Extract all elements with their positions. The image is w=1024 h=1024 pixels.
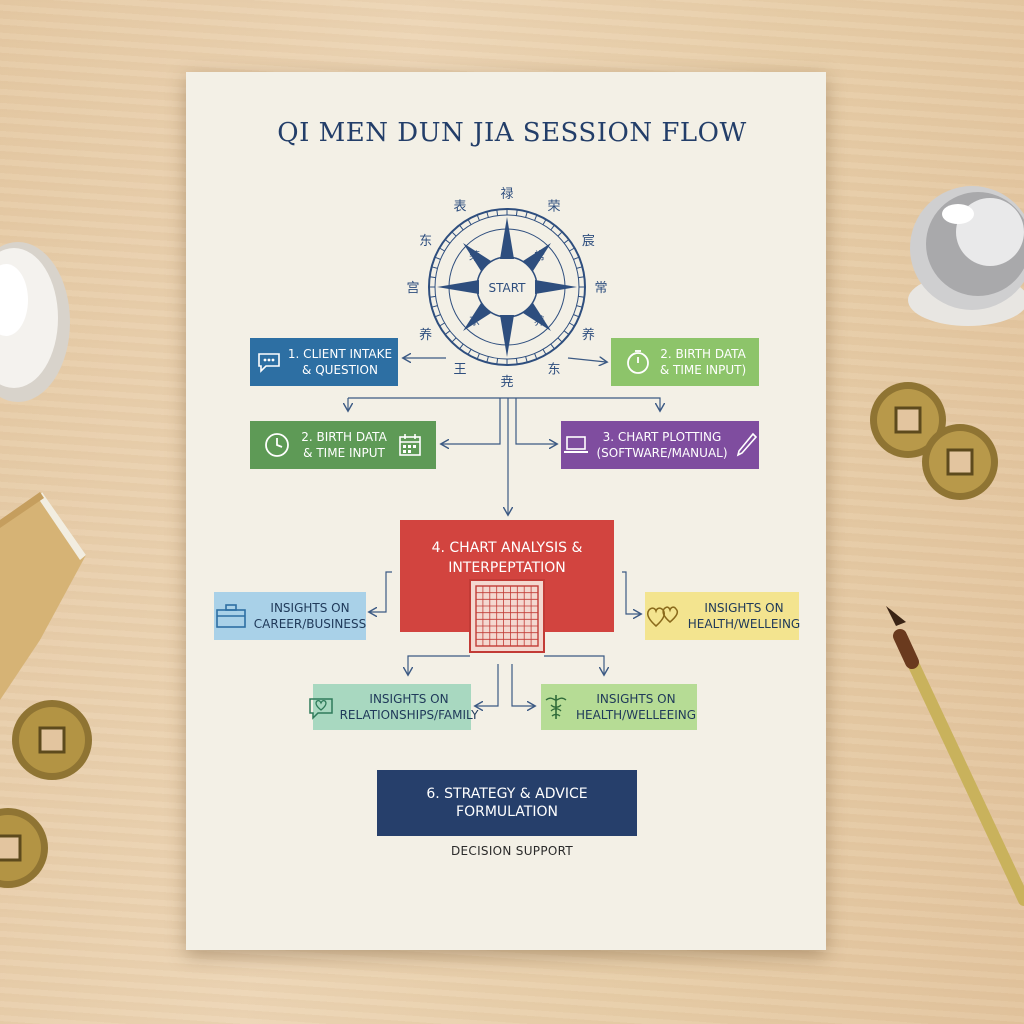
compass-glyph: 表 bbox=[453, 200, 466, 215]
laptop-icon bbox=[562, 434, 590, 456]
compass-glyph: 养 bbox=[582, 327, 595, 343]
stopwatch-icon bbox=[624, 348, 652, 376]
step-birth-data-left-label: 2. BIRTH DATA & TIME INPUT bbox=[301, 429, 387, 461]
compass-inner-glyph: 荣 bbox=[469, 250, 480, 263]
insight-health-right[interactable]: INSIGHTS ON HEALTH/WELLEING bbox=[645, 592, 799, 640]
step-client-intake-label: 1. CLIENT INTAKE & QUESTION bbox=[288, 346, 392, 378]
compass-inner-glyph: 常 bbox=[534, 250, 545, 263]
compass-glyph: 宫 bbox=[406, 281, 419, 296]
compass-inner-glyph: 东 bbox=[469, 315, 480, 328]
compass-glyph: 荣 bbox=[547, 200, 560, 215]
insight-health-bottom[interactable]: INSIGHTS ON HEALTH/WELLEEING bbox=[541, 684, 697, 730]
decision-support-caption: DECISION SUPPORT bbox=[0, 844, 1024, 858]
hearts-icon bbox=[644, 602, 682, 630]
caduceus-icon bbox=[542, 692, 570, 722]
insight-health-right-label: INSIGHTS ON HEALTH/WELLEING bbox=[688, 600, 800, 632]
step-strategy-label: 6. STRATEGY & ADVICE FORMULATION bbox=[426, 785, 587, 821]
step-chart-analysis-label: 4. CHART ANALYSIS & INTERPEPTATION bbox=[432, 538, 583, 578]
step-birth-data-right-label: 2. BIRTH DATA & TIME INPUT) bbox=[660, 346, 746, 378]
insight-relationships[interactable]: INSIGHTS ON RELATIONSHIPS/FAMILY bbox=[313, 684, 471, 730]
compass-glyph: 宸 bbox=[582, 233, 595, 249]
compass-inner-glyph: 养 bbox=[534, 314, 545, 328]
briefcase-icon bbox=[214, 602, 248, 630]
insight-career[interactable]: INSIGHTS ON CAREER/BUSINESS bbox=[214, 592, 366, 640]
compass-glyph: 常 bbox=[594, 281, 607, 296]
insight-career-label: INSIGHTS ON CAREER/BUSINESS bbox=[254, 600, 366, 632]
compass-glyph: 王 bbox=[453, 362, 466, 377]
step-birth-data-left[interactable]: 2. BIRTH DATA & TIME INPUT bbox=[250, 421, 436, 469]
insight-health-bottom-label: INSIGHTS ON HEALTH/WELLEEING bbox=[576, 691, 696, 723]
clock-icon bbox=[263, 431, 291, 459]
step-strategy[interactable]: 6. STRATEGY & ADVICE FORMULATION bbox=[377, 770, 637, 836]
step-birth-data-right[interactable]: 2. BIRTH DATA & TIME INPUT) bbox=[611, 338, 759, 386]
compass-glyph: 养 bbox=[419, 327, 432, 343]
heart-chat-icon bbox=[306, 693, 336, 721]
compass-glyph: 东 bbox=[547, 362, 560, 377]
step-chart-plotting[interactable]: 3. CHART PLOTTING (SOFTWARE/MANUAL) bbox=[561, 421, 759, 469]
compass-center-label: START bbox=[488, 281, 526, 295]
compass-glyph: 尭 bbox=[500, 375, 513, 390]
step-chart-plotting-label: 3. CHART PLOTTING (SOFTWARE/MANUAL) bbox=[596, 429, 727, 461]
insight-relationships-label: INSIGHTS ON RELATIONSHIPS/FAMILY bbox=[340, 691, 479, 723]
compass-glyph: 禄 bbox=[500, 187, 513, 202]
step-client-intake[interactable]: 1. CLIENT INTAKE & QUESTION bbox=[250, 338, 398, 386]
compass-glyph: 东 bbox=[419, 234, 432, 249]
pen-icon bbox=[734, 431, 758, 459]
step-chart-analysis[interactable]: 4. CHART ANALYSIS & INTERPEPTATION bbox=[400, 520, 614, 632]
chat-bubble-icon bbox=[256, 351, 282, 373]
calendar-icon bbox=[397, 432, 423, 458]
